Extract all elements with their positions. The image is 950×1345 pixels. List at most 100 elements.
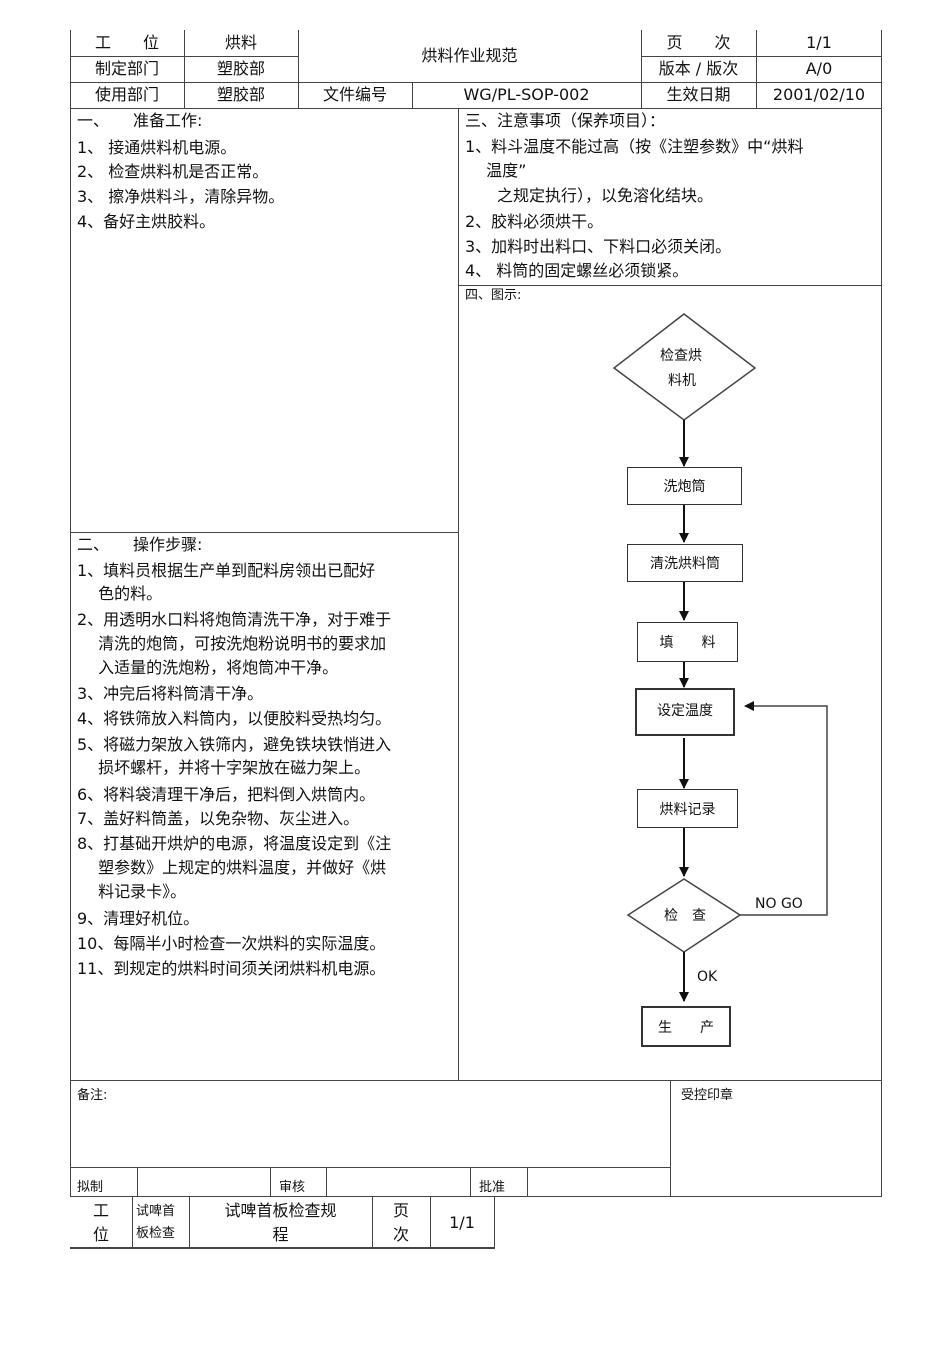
divider [70, 1196, 882, 1197]
operation-line: 2、用透明水口料将炮筒清洗干净，对于难于 [77, 610, 392, 629]
divider [137, 1167, 138, 1196]
next-page-value: 1/1 [449, 1213, 475, 1233]
border-left [70, 30, 71, 1080]
divider [70, 1247, 495, 1249]
divider [70, 108, 882, 109]
next-document-title: 试啤首板检查规 程 [224, 1201, 337, 1244]
version-label: 版本 / 版次 [658, 59, 739, 79]
divider [412, 82, 413, 108]
divider [756, 30, 757, 108]
operation-line: 清洗的炮筒，可按洗炮粉说明书的要求加 [77, 634, 387, 653]
page-label: 页 次 [666, 33, 731, 53]
divider [670, 1080, 671, 1197]
notes-line: 4、 料筒的固定螺丝必须锁紧。 [465, 261, 689, 280]
divider [184, 30, 185, 108]
node-check-machine-line2: 料机 [668, 373, 696, 389]
divider [494, 1197, 495, 1247]
preparation-item: 2、 检查烘料机是否正常。 [77, 162, 269, 181]
dept-value: 塑胶部 [216, 59, 265, 79]
border-right [881, 30, 882, 1197]
notes-line: 1、料斗温度不能过高（按《注塑参数》中“烘料 [465, 137, 804, 156]
section-divider [70, 1080, 882, 1081]
divider [70, 82, 882, 83]
notes-line: 3、加料时出料口、下料口必须关闭。 [465, 237, 732, 256]
notes-line: 2、胶料必须烘干。 [465, 212, 604, 231]
reviewed-by-field[interactable] [329, 1169, 468, 1195]
node-wash-barrel: 洗炮筒 [627, 467, 742, 505]
divider [70, 1167, 670, 1168]
node-check-machine-line1: 检查烘 [660, 348, 702, 364]
approved-by-field[interactable] [530, 1169, 668, 1195]
divider [641, 56, 882, 57]
operation-line: 3、冲完后将料筒清干净。 [77, 684, 264, 703]
node-clean-hopper: 清洗烘料筒 [627, 544, 743, 582]
operation-line: 色的料。 [77, 584, 163, 603]
operation-line: 塑参数》上规定的烘料温度，并做好《烘 [77, 858, 387, 877]
reviewed-by-label: 审核 [279, 1180, 306, 1195]
operation-line: 8、打基础开烘炉的电源，将温度设定到《注 [77, 834, 392, 853]
dept-label: 制定部门 [94, 59, 159, 79]
divider [326, 1167, 327, 1196]
doc-no-label: 文件编号 [322, 85, 387, 105]
preparation-item: 4、备好主烘胶料。 [77, 212, 216, 231]
effective-date-value: 2001/02/10 [772, 85, 866, 105]
notes-line: 之规定执行），以免溶化结块。 [465, 186, 714, 205]
remarks-label: 备注: [77, 1088, 108, 1103]
use-dept-label: 使用部门 [94, 85, 159, 105]
operation-line: 5、将磁力架放入铁筛内，避免铁块铁悄进入 [77, 735, 392, 754]
effective-date-label: 生效日期 [666, 85, 731, 105]
version-value: A/0 [805, 59, 833, 79]
divider [430, 1197, 431, 1247]
operation-line: 1、填料员根据生产单到配料房领出已配好 [77, 561, 376, 580]
divider [270, 1167, 271, 1196]
divider [470, 1167, 471, 1196]
operation-line: 损坏螺杆，并将十字架放在磁力架上。 [77, 758, 371, 777]
node-fill: 填 料 [637, 622, 738, 662]
notes-line: 温度” [465, 161, 527, 180]
divider [527, 1167, 528, 1196]
next-page-label: 页 次 [392, 1201, 409, 1244]
operation-line: 7、盖好料筒盖，以免杂物、灰尘进入。 [77, 809, 360, 828]
operation-line: 入适量的洗炮粉，将炮筒冲干净。 [77, 658, 339, 677]
doc-no-value: WG/PL-SOP-002 [463, 85, 590, 105]
operation-line: 9、清理好机位。 [77, 909, 200, 928]
divider [70, 1080, 71, 1197]
operation-line: 4、将铁筛放入料筒内，以便胶料受热均匀。 [77, 709, 392, 728]
divider [189, 1197, 190, 1247]
node-set-temperature: 设定温度 [635, 688, 735, 736]
use-dept-value: 塑胶部 [216, 85, 265, 105]
diagram-title: 四、图示: [465, 288, 522, 303]
drafted-by-label: 拟制 [77, 1180, 104, 1195]
station-value: 烘料 [224, 33, 257, 53]
next-station-value: 试啤首 板检查 [136, 1204, 176, 1241]
node-produce: 生 产 [641, 1006, 731, 1047]
divider [132, 1197, 133, 1247]
notes-title: 三、注意事项（保养项目）： [465, 111, 666, 130]
divider [641, 30, 642, 108]
node-record: 烘料记录 [637, 789, 738, 828]
next-station-label: 工 位 [92, 1201, 109, 1244]
operation-line: 6、将料袋清理干净后，把料倒入烘筒内。 [77, 785, 376, 804]
decision-check-machine-shape [612, 313, 757, 421]
node-inspect: 检 查 [664, 908, 706, 924]
preparation-item: 3、 擦净烘料斗，清除异物。 [77, 187, 285, 206]
operation-line: 料记录卡》。 [77, 882, 187, 901]
column-divider [458, 108, 459, 1080]
document-title: 烘料作业规范 [421, 46, 518, 66]
operation-line: 10、每隔半小时检查一次烘料的实际温度。 [77, 934, 386, 953]
operation-title: 二、 操作步骤: [77, 535, 203, 554]
flowchart [612, 313, 828, 1002]
approved-by-label: 批准 [479, 1180, 506, 1195]
section-divider [70, 532, 458, 533]
controlled-stamp-label: 受控印章 [681, 1088, 734, 1103]
station-label: 工 位 [94, 33, 159, 53]
drafted-by-field[interactable] [140, 1169, 268, 1195]
preparation-title: 一、 准备工作: [77, 111, 203, 130]
section-divider [458, 285, 882, 286]
divider [298, 30, 299, 108]
preparation-item: 1、 接通烘料机电源。 [77, 138, 237, 157]
page-value: 1/1 [806, 33, 832, 53]
operation-line: 11、到规定的烘料时间须关闭烘料机电源。 [77, 959, 386, 978]
edge-no-go-label: NO GO [755, 896, 803, 912]
edge-ok-label: OK [697, 969, 718, 985]
